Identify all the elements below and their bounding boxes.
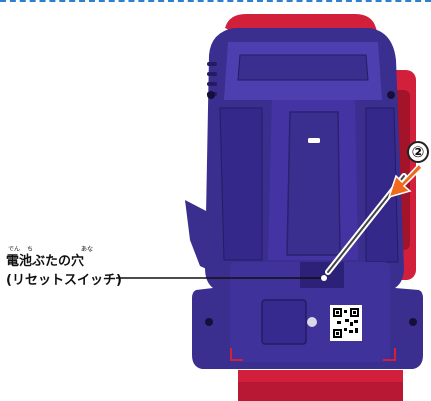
callout-line-2: (リセットスイッチ) xyxy=(6,273,122,289)
upper-panel-ridge xyxy=(237,54,369,81)
callout-line-1-wrap: でん ち あな 電池ぶたの穴 xyxy=(6,246,122,270)
screw-icon xyxy=(205,91,417,326)
speaker-dot xyxy=(307,317,317,327)
arrow-pointer-icon xyxy=(387,162,423,199)
right-side-panel xyxy=(365,107,399,263)
step-number-badge: ② xyxy=(407,141,429,163)
dashed-frame-border xyxy=(0,0,431,2)
step-number: ② xyxy=(411,143,425,161)
battery-cover-slot xyxy=(308,138,320,143)
sticker-recess xyxy=(261,299,307,345)
qr-code-icon xyxy=(330,305,362,341)
corner-brackets xyxy=(230,348,396,361)
red-shell-bottom-shade xyxy=(238,382,403,401)
battery-cover-inner xyxy=(286,111,341,256)
reset-hole xyxy=(321,275,327,281)
reset-hole-recess xyxy=(300,262,344,288)
furigana-chi: ち xyxy=(27,246,34,253)
reset-hole-callout: でん ち あな 電池ぶたの穴 (リセットスイッチ) xyxy=(6,246,122,290)
left-side-panel xyxy=(219,107,263,261)
furigana-ana: あな xyxy=(81,246,94,253)
callout-line-1: 電池ぶたの穴 xyxy=(6,254,85,269)
furigana-den: でん xyxy=(8,246,21,253)
